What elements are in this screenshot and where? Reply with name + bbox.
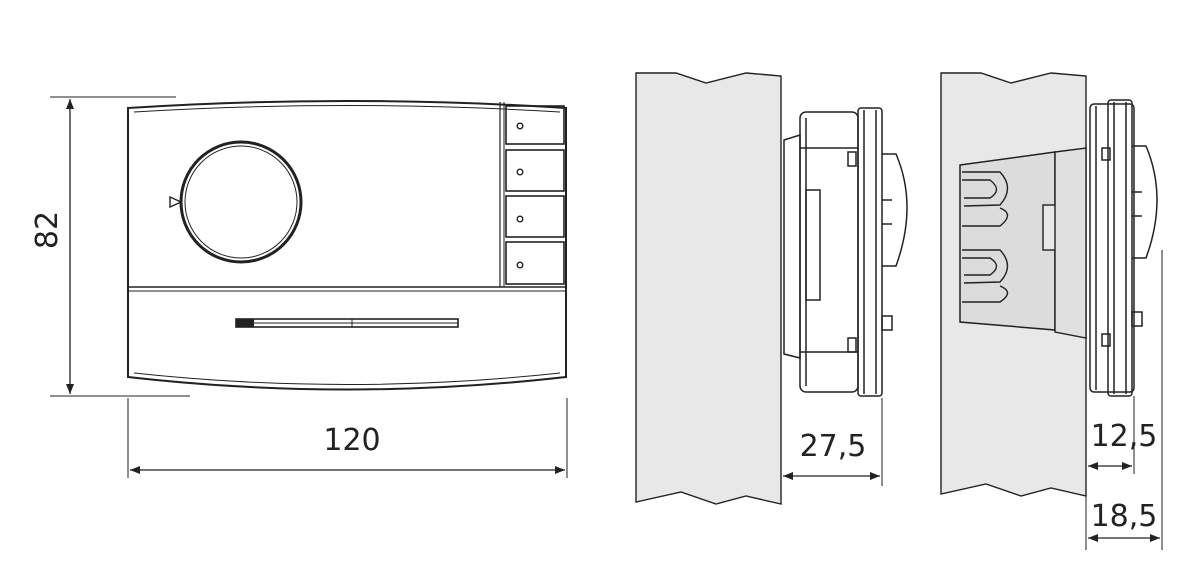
button-4 <box>505 241 565 285</box>
front-view: 82 120 <box>30 96 568 478</box>
slider-slot <box>235 318 459 328</box>
housing-outline <box>127 100 567 391</box>
surface-depth-label: 27,5 <box>800 429 867 464</box>
flush-total-label: 18,5 <box>1091 499 1158 534</box>
width-dimension: 120 <box>127 398 568 478</box>
thermostat-side-1 <box>783 107 908 397</box>
dial-indicator-icon <box>169 195 183 209</box>
button-3 <box>505 195 565 238</box>
wall-section-1 <box>635 72 782 505</box>
side-view-flush-mount: 12,5 18,5 <box>940 72 1163 550</box>
depth-dimension-flush: 12,5 18,5 <box>1085 250 1163 550</box>
width-label: 120 <box>323 423 380 458</box>
button-1 <box>505 105 565 145</box>
flush-box <box>959 147 1087 339</box>
dial-knob <box>179 140 303 264</box>
flush-front-label: 12,5 <box>1091 419 1158 454</box>
thermostat-side-2 <box>1089 99 1158 397</box>
side-view-surface-mount: 27,5 <box>635 72 908 505</box>
button-2 <box>505 149 565 192</box>
height-label: 82 <box>30 211 65 249</box>
depth-dimension-surface: 27,5 <box>780 398 883 486</box>
side-buttons <box>505 105 565 285</box>
height-dimension: 82 <box>30 96 190 397</box>
